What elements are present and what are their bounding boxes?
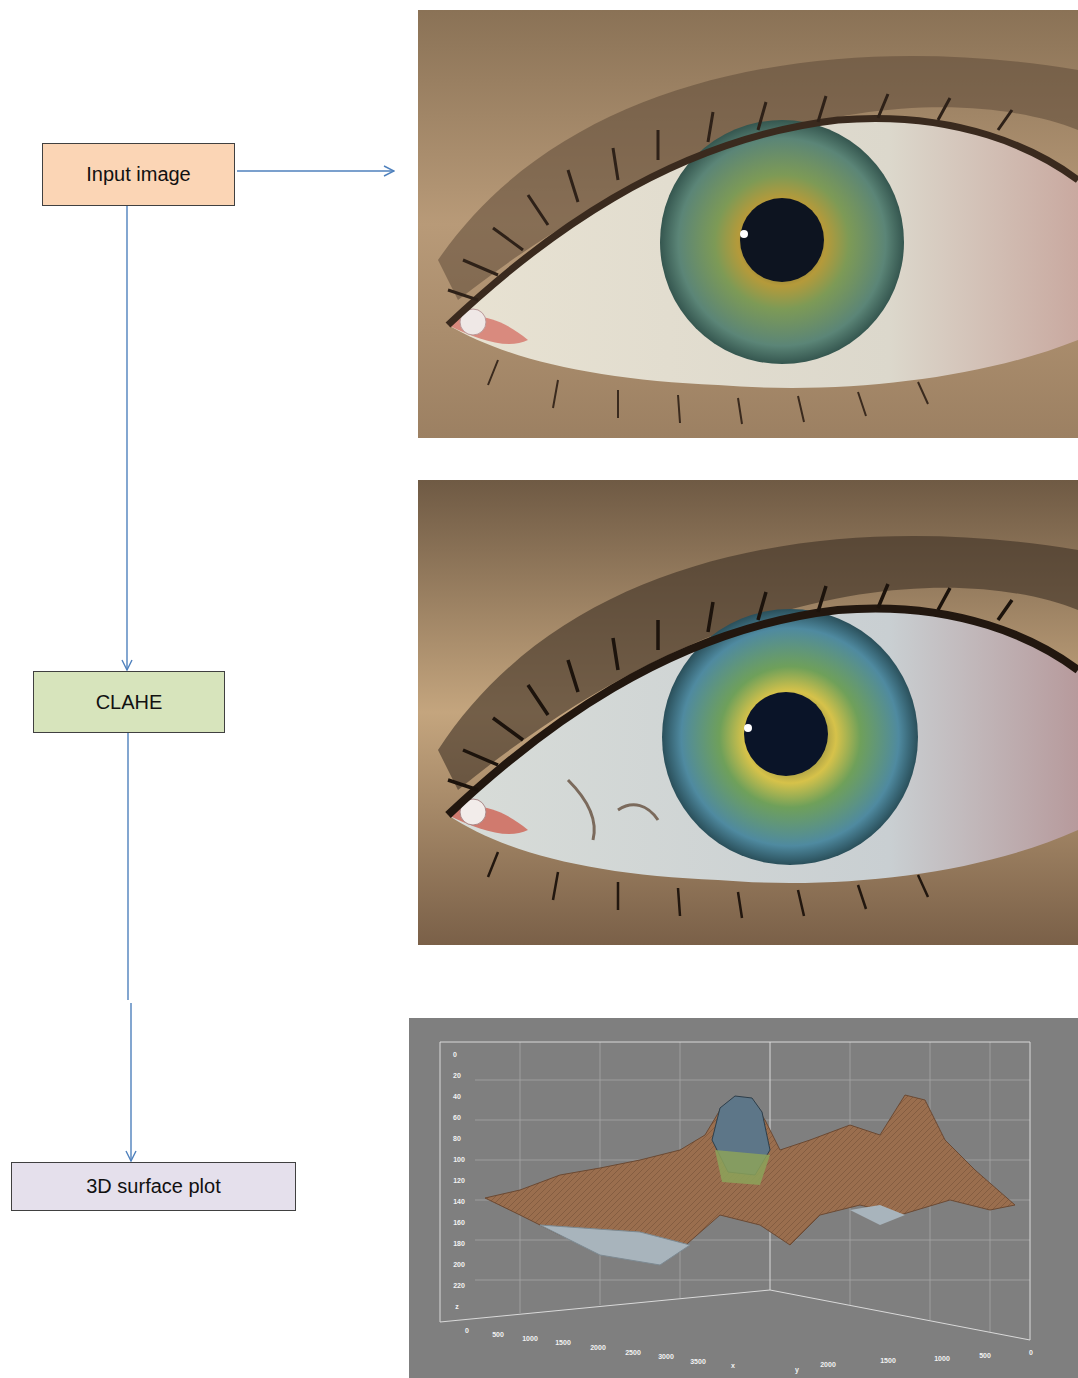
clahe-eye-photo <box>418 480 1078 945</box>
lower-lashes <box>488 852 928 918</box>
plot-box <box>440 1042 1030 1340</box>
box-label: 3D surface plot <box>86 1175 221 1198</box>
sclera <box>448 118 1078 388</box>
process-box: CLAHE <box>33 671 225 733</box>
axis-tick-label: 1500 <box>555 1339 571 1346</box>
input-eye-photo <box>418 10 1078 438</box>
surface-plot <box>409 1018 1078 1378</box>
skin <box>418 10 1078 438</box>
axis-tick-label: 20 <box>453 1072 461 1079</box>
surface-underside <box>850 1205 905 1225</box>
photo-arrow <box>237 170 394 171</box>
axis-tick-label: 60 <box>453 1114 461 1121</box>
sclera <box>448 608 1078 883</box>
flow-arrow <box>126 206 127 670</box>
box-label: Input image <box>86 163 191 186</box>
axis-tick-label: 0 <box>453 1051 457 1058</box>
axis-tick-label: 1000 <box>934 1355 950 1362</box>
eyelashes <box>448 94 1012 300</box>
axis-tick-label: 140 <box>453 1198 465 1205</box>
flow-arrow <box>128 733 131 1161</box>
axis-tick-label: 160 <box>453 1219 465 1226</box>
axis-tick-label: x <box>731 1362 735 1369</box>
axis-tick-label: 0 <box>1029 1349 1033 1356</box>
lash-line <box>448 118 1078 325</box>
axis-tick-label: 180 <box>453 1240 465 1247</box>
pupil <box>744 692 828 776</box>
eyelashes <box>448 584 1012 790</box>
axis-tick-label: 40 <box>453 1093 461 1100</box>
axis-tick-label: 3500 <box>690 1358 706 1365</box>
axis-tick-label: 1000 <box>522 1335 538 1342</box>
axis-tick-label: 2000 <box>820 1361 836 1368</box>
lash-line <box>448 608 1078 815</box>
plot-background <box>409 1018 1078 1378</box>
axis-tick-label: 1500 <box>880 1357 896 1364</box>
axis-tick-label: 2000 <box>590 1344 606 1351</box>
plot-grid <box>475 1042 1030 1332</box>
axis-tick-label: 2500 <box>625 1349 641 1356</box>
pupil <box>740 198 824 282</box>
axis-tick-label: 220 <box>453 1282 465 1289</box>
vessels <box>568 780 658 840</box>
input-box: Input image <box>42 143 235 206</box>
axis-tick-label: 120 <box>453 1177 465 1184</box>
axis-tick-label: 500 <box>979 1352 991 1359</box>
highlight <box>740 230 748 238</box>
axis-tick-label: z <box>455 1303 459 1310</box>
highlight <box>744 724 752 732</box>
skin <box>418 480 1078 945</box>
surface-peak-base <box>715 1150 770 1185</box>
axis-tick-label: 0 <box>465 1327 469 1334</box>
lower-lashes <box>488 360 928 424</box>
axis-tick-label: 500 <box>492 1331 504 1338</box>
axis-tick-label: 80 <box>453 1135 461 1142</box>
axis-tick-label: 3000 <box>658 1353 674 1360</box>
output-box: 3D surface plot <box>11 1162 296 1211</box>
axis-tick-label: 200 <box>453 1261 465 1268</box>
axis-tick-label: y <box>795 1366 799 1373</box>
box-label: CLAHE <box>96 691 163 714</box>
surface-underside <box>540 1225 690 1265</box>
axis-tick-label: 100 <box>453 1156 465 1163</box>
